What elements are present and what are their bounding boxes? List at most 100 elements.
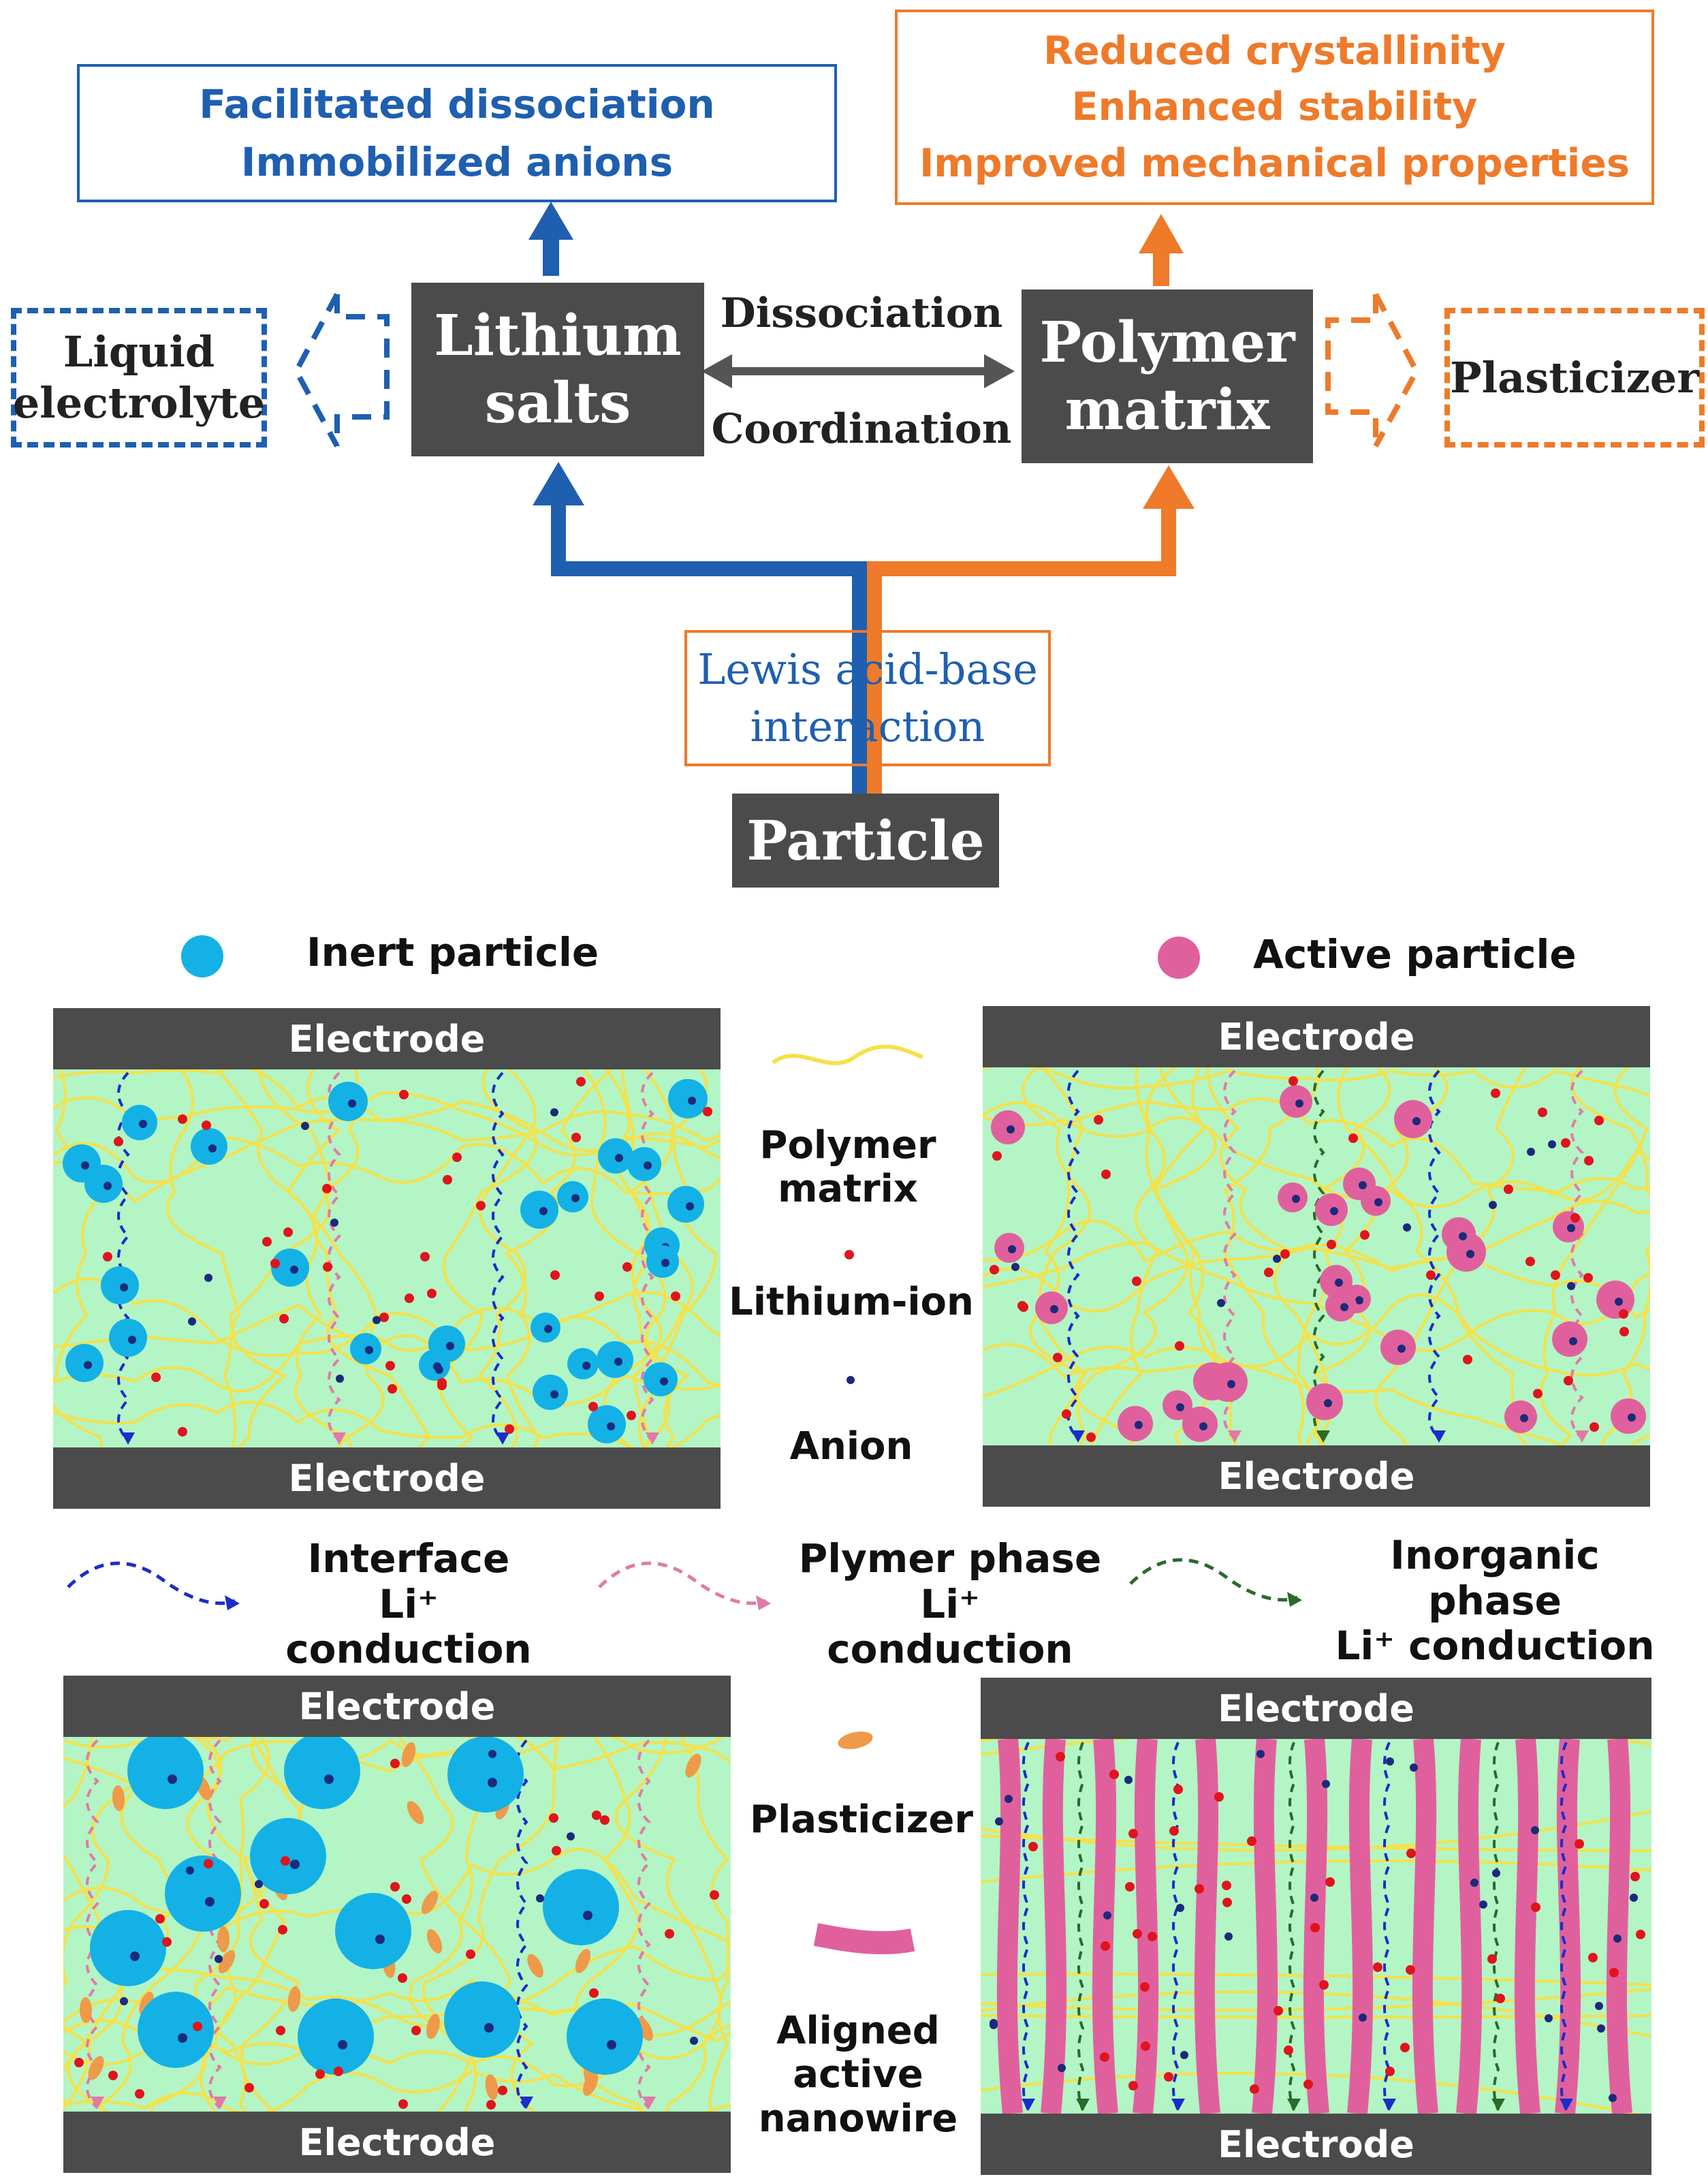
lithium-ion-dot	[323, 1262, 332, 1272]
electrode-label: Electrode	[288, 1456, 486, 1500]
polymer-chain	[1206, 1067, 1329, 1445]
polymer-path	[86, 1739, 99, 2110]
lithium-ion-dot	[1132, 1276, 1141, 1286]
lewis-line2: interaction	[750, 702, 985, 751]
lithium-ion-dot	[74, 2058, 84, 2067]
lithium-ion-dot	[600, 1815, 610, 1825]
anion-dot	[1374, 1198, 1382, 1206]
polymer-chain	[223, 1069, 360, 1447]
matrix-panel-2	[983, 1067, 1650, 1445]
lithium-ion-dot	[1590, 1422, 1599, 1432]
interface-line2: Li⁺ conduction	[285, 1580, 532, 1673]
anion-dot	[1180, 2051, 1188, 2059]
dissociation-label: Dissociation	[720, 289, 1003, 337]
effect-box-lithium-salts: Facilitated dissociation Immobilized ani…	[77, 64, 837, 202]
anion-dot	[1397, 1345, 1406, 1353]
anion-dot	[1176, 1403, 1184, 1411]
lithium-salts-line2: salts	[484, 370, 631, 436]
nanowire-icon	[813, 1923, 915, 1955]
lithium-ion-dot	[1280, 1249, 1290, 1259]
anion-dot	[1615, 1298, 1623, 1306]
effect-left-line1: Facilitated dissociation	[199, 81, 715, 128]
lithium-ion-dot	[1504, 1185, 1513, 1194]
interface-path-head	[1071, 1430, 1085, 1443]
lithium-ion-dot	[1636, 1930, 1645, 1939]
lithium-ion-dot	[589, 1988, 599, 1998]
lithium-ion-dot	[1348, 1133, 1358, 1143]
anion-dot	[186, 1866, 194, 1875]
lithium-ion-dot	[1463, 1355, 1472, 1364]
anion-dot	[1340, 1303, 1348, 1311]
lithium-ion-dot	[315, 2069, 325, 2079]
lithium-ion-dot	[1491, 1088, 1500, 1098]
active-particle-icon	[1158, 937, 1200, 979]
anion-dot	[688, 1097, 696, 1105]
anion-dot	[215, 1955, 223, 1963]
plasticizer-particle	[485, 2074, 499, 2100]
interface-path	[1560, 1742, 1568, 2111]
anion-dot	[336, 1375, 344, 1383]
polymer-chain	[1090, 1067, 1166, 1445]
lithium-ion-dot	[162, 1937, 172, 1947]
anion-dot	[1403, 1223, 1411, 1232]
plasticizer-particle	[583, 2071, 598, 2096]
anion-dot	[1050, 1305, 1058, 1313]
effect-left-line2: Immobilized anions	[240, 138, 674, 185]
lithium-ion-dot	[588, 1402, 598, 1411]
inorganic-conduction-label: Inorganic phase Li⁺ conduction	[1318, 1533, 1672, 1669]
lithium-ion-dot	[1619, 1309, 1628, 1319]
inert-particle	[328, 1082, 368, 1121]
lithium-ion-dot	[1284, 2045, 1293, 2055]
nanowire	[1041, 1739, 1067, 2114]
lithium-ion-dot	[1274, 2006, 1283, 2016]
polymer-path-head	[91, 2097, 104, 2109]
polymer-path	[641, 1071, 654, 1442]
inorganic-path-head	[1076, 2099, 1090, 2111]
lewis-box: Lewis acid-base interaction	[684, 630, 1051, 766]
anion-dot	[1548, 1140, 1556, 1148]
lithium-ion-dot	[399, 1090, 409, 1099]
anion-dot	[1176, 1904, 1184, 1912]
lithium-ion-dot	[1195, 1884, 1204, 1894]
lithium-ion-dot	[1487, 1954, 1497, 1964]
matrix-background	[983, 1067, 1650, 1445]
electrode-label: Electrode	[1218, 1015, 1415, 1059]
lithium-ion-dot	[1017, 1301, 1027, 1311]
polymer-matrix-line1: Polymer	[1039, 310, 1295, 376]
lithium-ion-dot	[1400, 2043, 1410, 2052]
polymer-chain	[1222, 1067, 1320, 1445]
polymer-chain	[53, 1290, 721, 1393]
lithium-ion-dot	[1086, 1432, 1096, 1442]
plasticizer-box: Plasticizer	[1444, 308, 1705, 448]
lithium-salts-box: Lithium salts	[411, 283, 704, 456]
anion-dot	[582, 1362, 590, 1370]
polymer-chain	[1152, 1067, 1238, 1445]
inert-particle	[298, 1998, 374, 2075]
anion-dot	[1310, 1894, 1318, 1902]
plasticizer-particle	[401, 1742, 416, 1768]
inert-particle	[520, 1191, 558, 1229]
polymer-chain	[63, 2069, 731, 2112]
lithium-ion-dot	[1062, 1409, 1071, 1419]
lithium-ion-dot	[279, 1314, 289, 1323]
nanowire	[1514, 1739, 1540, 2114]
lithium-ion-dot	[427, 1289, 437, 1298]
inorganic-path	[1493, 1742, 1500, 2111]
plasticizer-particle	[426, 1929, 443, 1954]
lithium-ion-dot	[1094, 1115, 1103, 1125]
lithium-ion-dot	[552, 1846, 561, 1855]
anion-dot	[1273, 1255, 1281, 1263]
anion-dot	[567, 1832, 575, 1840]
inorganic-path-head	[1287, 2099, 1301, 2111]
lithium-ion-dot	[1175, 1341, 1184, 1351]
polymer-matrix-box: Polymer matrix	[1022, 289, 1313, 463]
nanowire	[1303, 1739, 1329, 2114]
lithium-ion-dot	[1319, 1980, 1329, 1990]
polymer-chain	[53, 1091, 721, 1157]
lithium-ion-dot	[204, 1859, 213, 1868]
interface-path-icon	[67, 1561, 240, 1610]
plasticizer-particle	[421, 1890, 439, 1915]
anion-dot	[995, 1817, 1003, 1825]
lithium-ion-dot	[1222, 1881, 1231, 1890]
electrode-label: Electrode	[298, 2120, 496, 2164]
